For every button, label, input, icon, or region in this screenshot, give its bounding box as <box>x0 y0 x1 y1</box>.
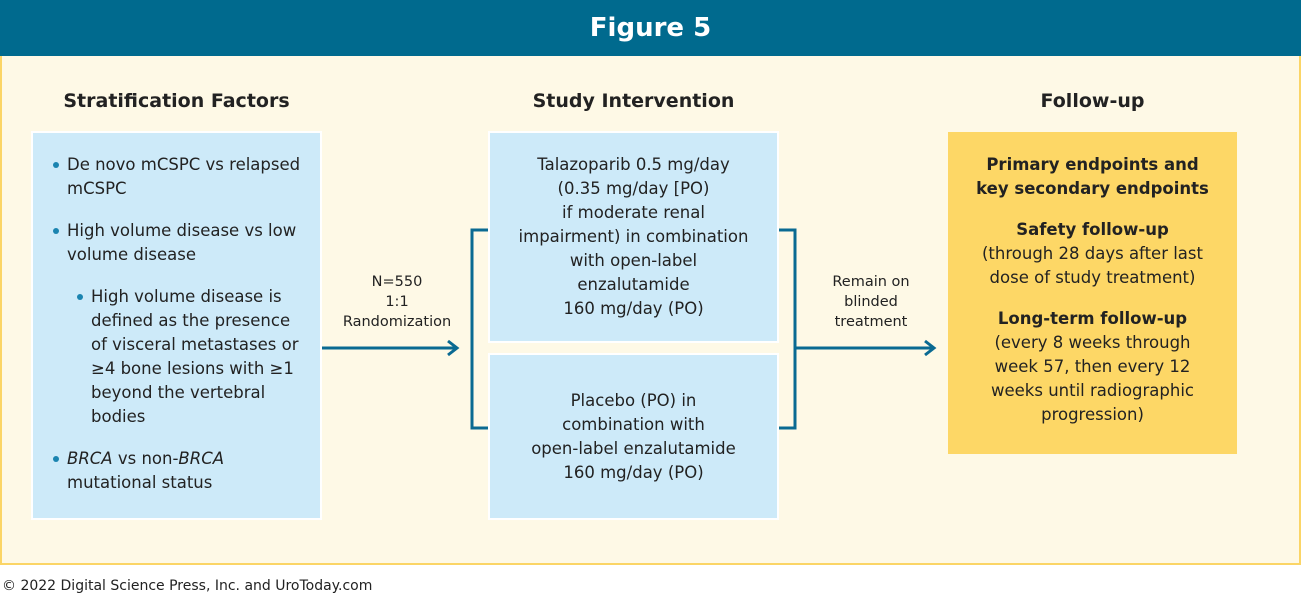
strat-subitem-definition: High volume disease is defined as the pr… <box>51 285 310 429</box>
intervention-title: Study Intervention <box>532 90 735 112</box>
followup-box: Primary endpoints and key secondary endp… <box>948 132 1237 454</box>
arm-line: Talazoparib 0.5 mg/day <box>537 155 730 174</box>
strat-item-label: De novo mCSPC vs relapsed mCSPC <box>67 155 301 198</box>
bullet-icon <box>53 228 59 234</box>
bullet-icon <box>53 456 59 462</box>
arm-line: if moderate renal <box>562 203 705 222</box>
arm-line: (0.35 mg/day [PO) <box>557 179 710 198</box>
blinded-text: blinded <box>844 294 898 310</box>
strat-item-de-novo: De novo mCSPC vs relapsed mCSPC <box>51 153 310 201</box>
arm-line: open-label enzalutamide <box>531 438 736 458</box>
strat-item-label: vs non- <box>112 449 179 468</box>
followup-title: Follow-up <box>1040 90 1145 112</box>
placebo-arm-box: Placebo (PO) in combination with open-la… <box>488 353 779 520</box>
safety-followup-title: Safety follow-up <box>1016 220 1169 239</box>
left-bracket <box>470 228 488 430</box>
arm-line: with open-label <box>569 251 698 270</box>
blinded-text: Remain on <box>832 274 910 290</box>
sample-size: N=550 <box>371 274 423 290</box>
arm-line: combination with <box>562 414 705 434</box>
arm-line: impairment) in combination <box>518 227 749 246</box>
right-bracket <box>779 228 797 430</box>
strat-item-label: High volume disease vs low volume diseas… <box>67 221 297 264</box>
bullet-icon <box>77 294 83 300</box>
strat-item-label: mutational status <box>67 473 213 492</box>
arm-line: Placebo (PO) in <box>570 390 697 410</box>
arrow-head-icon <box>447 339 460 357</box>
talazoparib-arm-box: Talazoparib 0.5 mg/day (0.35 mg/day [PO)… <box>488 131 779 343</box>
blinded-label: Remain on blinded treatment <box>812 272 930 332</box>
brca-label: BRCA <box>67 449 113 468</box>
strat-item-volume: High volume disease vs low volume diseas… <box>51 219 310 267</box>
copyright-footer: © 2022 Digital Science Press, Inc. and U… <box>2 578 373 594</box>
arm-line: enzalutamide <box>577 275 690 294</box>
longterm-followup-text: (every 8 weeks through week 57, then eve… <box>991 333 1194 424</box>
blinded-text: treatment <box>834 314 908 330</box>
randomization-text: Randomization <box>342 314 452 330</box>
figure-header: Figure 5 <box>0 0 1301 56</box>
arm-line: 160 mg/day (PO) <box>563 462 704 482</box>
longterm-followup-title: Long-term follow-up <box>997 309 1188 328</box>
strat-subitem-label: High volume disease is defined as the pr… <box>91 287 299 426</box>
brca-label: BRCA <box>178 449 225 468</box>
bullet-icon <box>53 162 59 168</box>
strat-item-brca: BRCA vs non-BRCA mutational status <box>51 447 310 495</box>
figure-title: Figure 5 <box>589 13 712 43</box>
safety-followup-text: (through 28 days after last dose of stud… <box>982 244 1203 287</box>
primary-endpoints: Primary endpoints and key secondary endp… <box>976 155 1209 198</box>
arm-line: 160 mg/day (PO) <box>563 299 704 318</box>
stratification-title: Stratification Factors <box>63 90 290 112</box>
allocation-ratio: 1:1 <box>385 294 409 310</box>
randomization-label: N=550 1:1 Randomization <box>330 272 464 332</box>
stratification-box: De novo mCSPC vs relapsed mCSPC High vol… <box>31 131 322 520</box>
arrow-head-icon <box>924 339 937 357</box>
